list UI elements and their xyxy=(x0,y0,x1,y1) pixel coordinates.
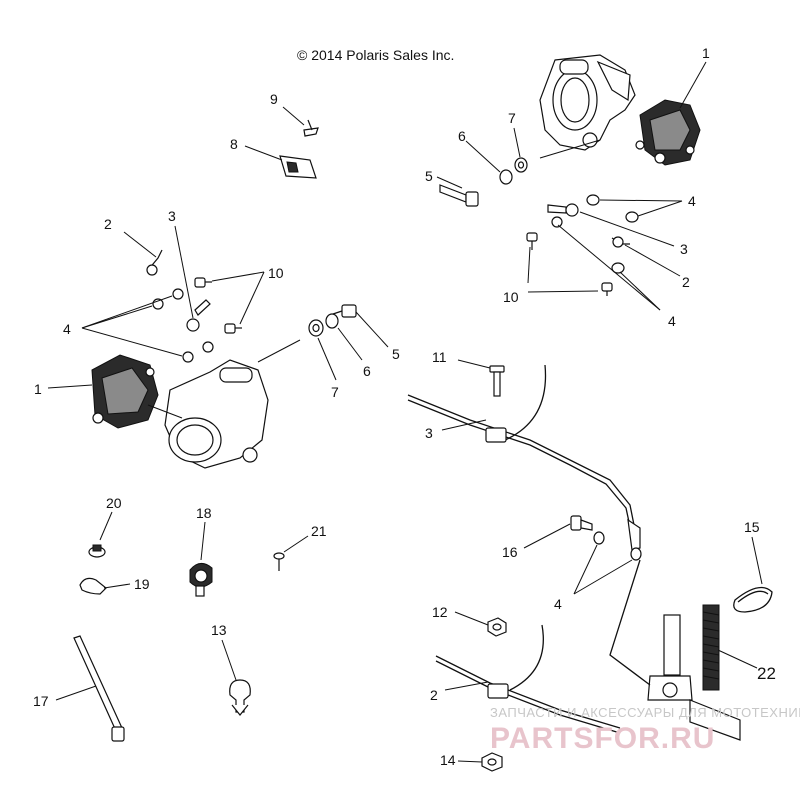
cable-tie-17 xyxy=(73,635,125,742)
watermark-tagline: ЗАПЧАСТИ И АКСЕССУАРЫ ДЛЯ МОТОТЕХНИКИ xyxy=(490,705,800,720)
washer-4 xyxy=(202,341,214,353)
brake-line-fitting-2 xyxy=(611,236,630,248)
brake-hose-2 xyxy=(435,624,621,734)
callout-10: 10 xyxy=(268,265,284,281)
screw-10 xyxy=(526,232,613,296)
callout-2: 2 xyxy=(104,216,112,232)
callout-11: 11 xyxy=(432,349,447,365)
callout-2: 2 xyxy=(682,274,690,290)
callout-15: 15 xyxy=(744,519,760,535)
washer-4 xyxy=(593,531,605,545)
callout-6: 6 xyxy=(458,128,466,144)
washer-4 xyxy=(551,216,563,228)
callout-8: 8 xyxy=(230,136,238,152)
callout-5: 5 xyxy=(425,168,433,184)
leader-line xyxy=(539,139,601,159)
screw-10-left xyxy=(194,277,242,334)
banjo-bolt-3-left xyxy=(186,299,211,332)
screw-20 xyxy=(88,544,106,558)
callout-3: 3 xyxy=(168,208,176,224)
callout-7: 7 xyxy=(331,384,339,400)
clip-8 xyxy=(279,155,317,179)
copyright-text: © 2014 Polaris Sales Inc. xyxy=(297,47,454,63)
callout-12: 12 xyxy=(432,604,448,620)
callout-20: 20 xyxy=(106,495,122,511)
callout-3: 3 xyxy=(425,425,433,441)
cable-tie-15 xyxy=(733,586,773,613)
washer-4 xyxy=(630,547,642,561)
leader-line xyxy=(679,61,707,109)
washer-4 xyxy=(172,288,184,300)
callout-21: 21 xyxy=(311,523,327,539)
callout-4: 4 xyxy=(668,313,676,329)
screw-21 xyxy=(273,552,285,571)
callout-18: 18 xyxy=(196,505,212,521)
callout-5: 5 xyxy=(392,346,400,362)
callout-10: 10 xyxy=(503,289,519,305)
callout-4: 4 xyxy=(63,321,71,337)
callout-4: 4 xyxy=(554,596,562,612)
callout-3: 3 xyxy=(680,241,688,257)
nut-14 xyxy=(481,752,503,772)
bolt-11 xyxy=(489,365,505,397)
clip-19 xyxy=(79,577,107,595)
washer-4 xyxy=(611,262,625,274)
callout-7: 7 xyxy=(508,110,516,126)
banjo-bolt-3 xyxy=(547,203,579,217)
spring-22 xyxy=(702,604,720,691)
callout-1: 1 xyxy=(702,45,710,61)
callout-19: 19 xyxy=(134,576,150,592)
banjo-bolt-16 xyxy=(570,515,593,531)
screw-9 xyxy=(303,119,319,137)
brake-caliper-left xyxy=(91,354,159,429)
callout-9: 9 xyxy=(270,91,278,107)
washer-4 xyxy=(625,211,639,223)
watermark-logo: PARTSFOR.RU xyxy=(490,722,715,755)
nut-12 xyxy=(487,617,507,637)
bolt-5-top xyxy=(439,184,479,207)
callout-2: 2 xyxy=(430,687,438,703)
knuckle-left xyxy=(164,359,269,469)
callout-22: 22 xyxy=(757,664,776,683)
brake-line-fitting-2-left xyxy=(146,249,163,276)
brake-fitting-assembly xyxy=(609,559,741,741)
knuckle-top-right xyxy=(539,54,636,151)
callout-1: 1 xyxy=(34,381,42,397)
washer-4 xyxy=(586,194,600,206)
washer-4 xyxy=(182,351,194,363)
callout-16: 16 xyxy=(502,544,518,560)
callout-13: 13 xyxy=(211,622,227,638)
callout-14: 14 xyxy=(440,752,456,768)
brake-caliper-top-right xyxy=(635,99,701,166)
callout-4: 4 xyxy=(688,193,696,209)
washer-6 xyxy=(499,169,513,185)
callout-6: 6 xyxy=(363,363,371,379)
washer-6 xyxy=(325,313,339,329)
callout-17: 17 xyxy=(33,693,49,709)
push-clip-13 xyxy=(229,679,251,716)
hose-clamp-18 xyxy=(189,563,213,597)
brake-hose-3 xyxy=(407,364,641,551)
